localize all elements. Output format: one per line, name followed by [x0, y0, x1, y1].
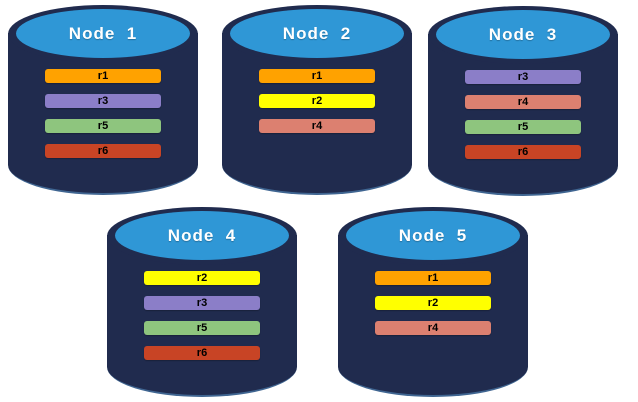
replica-bar: r5	[465, 120, 581, 134]
node-cap: Node 5	[346, 211, 520, 260]
node-title: Node 1	[68, 23, 138, 43]
replica-label: r6	[97, 145, 109, 157]
replica-label: r5	[517, 121, 529, 133]
replica-bar: r1	[259, 69, 375, 83]
node-cap: Node 4	[115, 211, 289, 260]
replica-label: r4	[517, 96, 529, 108]
replica-bar: r4	[375, 321, 491, 335]
node-cylinder: Node 1 r1 r3 r5 r6	[8, 5, 198, 195]
replica-bar: r4	[465, 95, 581, 109]
node-cylinder: Node 4 r2 r3 r5 r6	[107, 207, 297, 397]
replica-label: r3	[196, 297, 208, 309]
replica-label: r4	[427, 322, 439, 334]
replica-label: r1	[311, 70, 323, 82]
replica-bar: r2	[144, 271, 260, 285]
replica-list: r3 r4 r5 r6	[428, 70, 618, 170]
replica-bar: r6	[465, 145, 581, 159]
node-cap: Node 3	[436, 10, 610, 59]
node-cap: Node 2	[230, 9, 404, 58]
replica-bar: r1	[375, 271, 491, 285]
replica-bar: r3	[465, 70, 581, 84]
node-cylinder: Node 3 r3 r4 r5 r6	[428, 6, 618, 196]
replica-label: r2	[311, 95, 323, 107]
replica-bar: r1	[45, 69, 161, 83]
replica-bar: r4	[259, 119, 375, 133]
replica-label: r1	[427, 272, 439, 284]
node-cylinder: Node 5 r1 r2 r4	[338, 207, 528, 397]
replica-label: r4	[311, 120, 323, 132]
node-title: Node 3	[488, 24, 558, 44]
replica-label: r5	[97, 120, 109, 132]
node-title: Node 5	[398, 225, 468, 245]
replica-bar: r6	[144, 346, 260, 360]
replica-label: r2	[427, 297, 439, 309]
node-cap: Node 1	[16, 9, 190, 58]
replica-bar: r6	[45, 144, 161, 158]
replica-label: r6	[196, 347, 208, 359]
replica-list: r1 r2 r4	[222, 69, 412, 144]
replica-list: r1 r2 r4	[338, 271, 528, 346]
replica-list: r1 r3 r5 r6	[8, 69, 198, 169]
node-title: Node 2	[282, 23, 352, 43]
replica-label: r6	[517, 146, 529, 158]
replica-bar: r3	[45, 94, 161, 108]
replica-bar: r2	[259, 94, 375, 108]
replica-bar: r2	[375, 296, 491, 310]
replica-bar: r5	[45, 119, 161, 133]
replica-label: r3	[517, 71, 529, 83]
replica-label: r3	[97, 95, 109, 107]
replica-label: r5	[196, 322, 208, 334]
node-cylinder: Node 2 r1 r2 r4	[222, 5, 412, 195]
replica-label: r2	[196, 272, 208, 284]
replica-label: r1	[97, 70, 109, 82]
replica-bar: r5	[144, 321, 260, 335]
replica-bar: r3	[144, 296, 260, 310]
replica-list: r2 r3 r5 r6	[107, 271, 297, 371]
node-title: Node 4	[167, 225, 237, 245]
